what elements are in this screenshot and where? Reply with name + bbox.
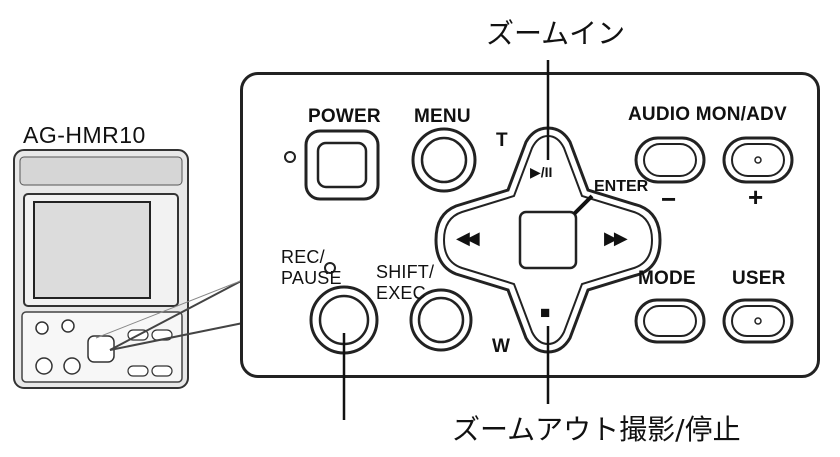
shift-exec-label-line1: SHIFT/	[376, 262, 435, 282]
zoom-in-caption: ズームイン	[486, 17, 626, 50]
enter-button	[518, 210, 578, 270]
rec-led-icon	[324, 262, 336, 274]
shift-exec-label-line2: EXEC	[376, 283, 426, 303]
tele-label: T	[496, 130, 508, 151]
zoom-out-rec-stop-caption: ズームアウト撮影/停止	[452, 413, 741, 446]
stop-glyph: ■	[540, 303, 551, 322]
power-led-icon	[284, 151, 296, 163]
enter-label: ENTER	[594, 178, 649, 195]
rewind-glyph: ◀◀	[456, 228, 480, 248]
audio-mon-adv-label: AUDIO MON/ADV	[628, 104, 787, 125]
mode-label: MODE	[638, 268, 696, 289]
rec-pause-label-line2: PAUSE	[281, 268, 342, 288]
play-pause-glyph: ▶/II	[530, 164, 553, 180]
audio-minus-label: −	[661, 184, 677, 214]
device-screen	[33, 201, 151, 299]
user-label: USER	[732, 268, 786, 289]
device-model-label: AG-HMR10	[23, 122, 146, 148]
rec-pause-label-line1: REC/	[281, 247, 325, 267]
fast-forward-glyph: ▶▶	[604, 228, 628, 248]
menu-label: MENU	[414, 106, 471, 127]
wide-label: W	[492, 336, 511, 357]
device-top-band	[19, 156, 183, 186]
audio-plus-label: +	[748, 182, 764, 212]
power-label: POWER	[308, 106, 381, 127]
